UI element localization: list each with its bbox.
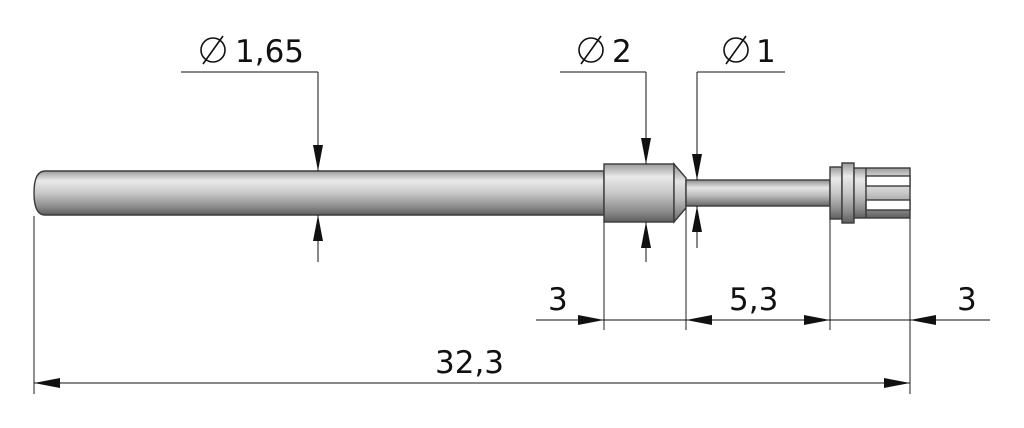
dim-value-pin-body: 1,65 [235,34,304,70]
collar-taper [673,162,687,224]
extension-lines [33,208,911,394]
arrow-icon [804,315,830,325]
crown-tip [829,162,911,224]
arrow-icon [884,378,910,388]
arrow-icon [686,315,712,325]
arrow-icon [641,138,651,164]
diameter-symbol-icon [200,35,226,65]
pin-body [33,170,605,216]
arrow-icon [578,315,604,325]
dim-overall-length: 32,3 [34,345,910,388]
arrow-icon [641,222,651,248]
arrow-icon [910,315,936,325]
diameter-symbol-icon [723,35,749,65]
dim-value-neck-length: 5,3 [729,282,778,318]
dim-diameter-pin-body: 1,65 [181,34,323,262]
neck [685,179,831,207]
dim-value-tip-length: 3 [957,282,977,318]
arrow-icon [313,215,323,241]
arrow-icon [313,145,323,171]
diameter-symbol-icon [578,35,604,65]
arrow-icon [692,154,702,180]
arrow-icon [34,378,60,388]
collar [603,163,675,223]
dim-value-neck: 1 [756,34,776,70]
dim-diameter-neck: 1 [692,34,785,248]
dim-diameter-collar: 2 [560,34,651,262]
dim-value-collar-length: 3 [548,282,568,318]
dim-value-collar: 2 [612,34,632,70]
dim-value-overall-length: 32,3 [435,345,504,381]
probe-pin [33,162,911,224]
arrow-icon [692,206,702,232]
dim-length-row: 3 5,3 3 [536,282,990,325]
